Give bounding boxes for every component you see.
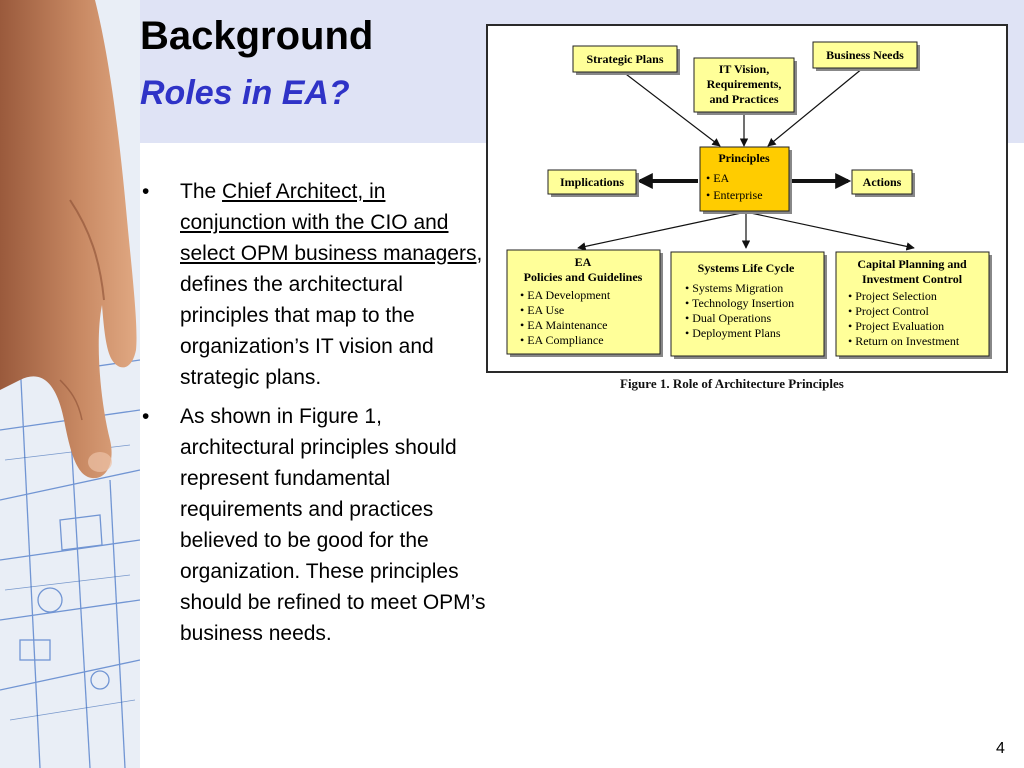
bullet-dot: • [142,180,150,203]
ea-policies-box: EA Policies and Guidelines • EA Developm… [506,249,663,357]
bullet-suffix: , defines the architectural principles t… [180,242,483,389]
slc-title: Systems Life Cycle [698,261,795,275]
actions-box: Actions [851,169,915,197]
slc-item: • Technology Insertion [685,296,794,310]
bullet-list: • The Chief Architect, in conjunction wi… [140,176,490,657]
figure-arrows [577,67,915,251]
cpic-item: • Project Control [848,304,930,318]
cpic-item: • Project Selection [848,289,937,303]
ea-item: • EA Development [520,288,611,302]
principles-title: Principles [718,151,770,165]
business-needs-box: Business Needs [812,41,920,71]
business-needs-label: Business Needs [826,48,904,62]
bullet-item: • As shown in Figure 1, architectural pr… [140,401,490,649]
slc-item: • Dual Operations [685,311,772,325]
cpic-title: Capital Planning and [857,257,967,271]
ea-item: • EA Use [520,303,564,317]
ea-title: EA [575,255,592,269]
principles-item: • Enterprise [706,188,763,202]
slc-item: • Systems Migration [685,281,783,295]
strategic-plans-label: Strategic Plans [587,52,664,66]
figure-diagram: Strategic Plans IT Vision, Requirements,… [506,41,992,359]
bullet-text: As shown in Figure 1, architectural prin… [180,405,486,645]
bullet-dot: • [142,405,150,428]
systems-life-cycle-box: Systems Life Cycle • Systems Migration •… [670,251,827,359]
architecture-principles-figure: Strategic Plans IT Vision, Requirements,… [486,24,1008,373]
bullet-item: • The Chief Architect, in conjunction wi… [140,176,490,393]
strategic-plans-box: Strategic Plans [572,45,680,75]
chief-architect-link[interactable]: Chief Architect, in conjunction with the… [180,180,477,265]
it-vision-line: and Practices [710,92,779,106]
ea-title: Policies and Guidelines [524,270,643,284]
slide-subtitle: Roles in EA? [140,74,350,112]
hand-blueprint-photo [0,0,140,768]
ea-item: • EA Maintenance [520,318,608,332]
cpic-title: Investment Control [862,272,963,286]
cpic-box: Capital Planning and Investment Control … [835,251,992,359]
principles-item: • EA [706,171,730,185]
it-vision-box: IT Vision, Requirements, and Practices [693,57,797,115]
principles-box: Principles • EA • Enterprise [699,146,792,214]
actions-label: Actions [863,175,902,189]
it-vision-line: Requirements, [707,77,782,91]
figure-caption: Figure 1. Role of Architecture Principle… [620,376,844,391]
implications-box: Implications [547,169,639,197]
bullet-prefix: The [180,180,223,203]
slide-title: Background [140,14,374,58]
it-vision-line: IT Vision, [719,62,769,76]
implications-label: Implications [560,175,624,189]
cpic-item: • Project Evaluation [848,319,944,333]
cpic-item: • Return on Investment [848,334,960,348]
page-number: 4 [996,740,1005,757]
slc-item: • Deployment Plans [685,326,781,340]
ea-item: • EA Compliance [520,333,604,347]
